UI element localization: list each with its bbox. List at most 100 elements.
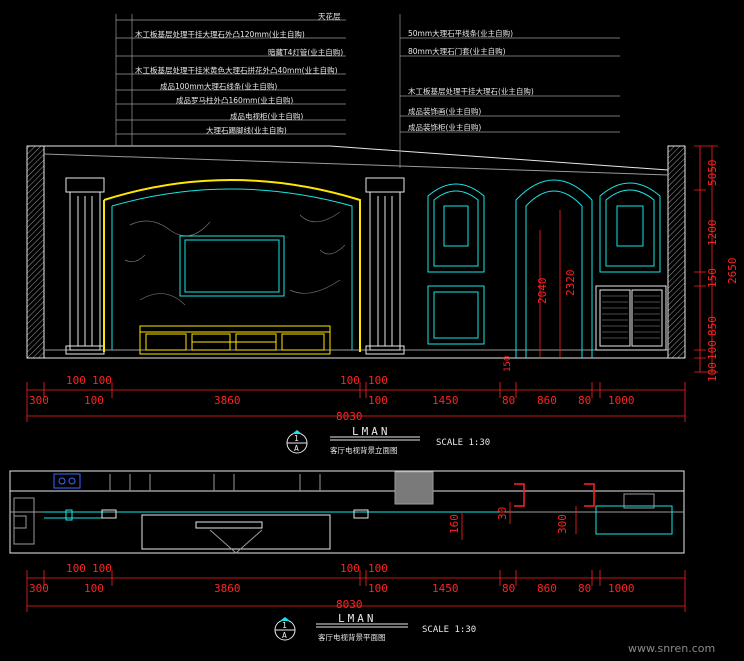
dim-door-2320: 2320 xyxy=(564,270,577,297)
plan-dimension-lines xyxy=(26,502,686,612)
plan-dim-top-2: 100 xyxy=(92,562,112,575)
tv-marble-wall xyxy=(103,179,361,352)
elevation-name: LMAN xyxy=(352,425,391,438)
plan-dim-bot-9: 1000 xyxy=(608,582,635,595)
plan-dim-top-3: 100 xyxy=(340,562,360,575)
plan-tv-cabinet xyxy=(141,514,331,550)
elevation-labels-right: 50mm大理石平线条(业主自购) 80mm大理石门套(业主自购) 木工板基层处理… xyxy=(408,28,534,132)
plan-name: LMAN xyxy=(338,612,377,625)
plan-dim-top-1: 100 xyxy=(66,562,86,575)
dim-right-5050: 5050 xyxy=(706,160,719,187)
label-deco-cabinet: 成品装饰柜(业主自购) xyxy=(408,122,481,132)
plan-dim-bot-6: 80 xyxy=(502,582,515,595)
painting-right xyxy=(616,205,644,247)
label-tv-cabinet: 成品电视柜(业主自购) xyxy=(230,111,303,121)
label-skirting: 大理石踢脚线(业主自购) xyxy=(206,125,287,135)
plan-dim-bot-7: 860 xyxy=(537,582,557,595)
plan-dim-text: 160 30 300 100 100 100 100 300 100 3860 … xyxy=(29,507,635,611)
dim-bot-9: 1000 xyxy=(608,394,635,407)
label-door-frame: 80mm大理石门套(业主自购) xyxy=(408,46,506,56)
plan-dim-160: 160 xyxy=(448,514,461,534)
plan-dim-total: 8030 xyxy=(336,598,363,611)
dim-small-150: 150 xyxy=(503,356,513,372)
plan-door-jamb-left xyxy=(514,483,525,507)
plan-title-block: 1 A LMAN SCALE 1:30 客厅电视背景平面图 xyxy=(274,612,476,642)
roman-column-left xyxy=(65,177,105,355)
label-ceiling: 天花层 xyxy=(318,11,341,21)
label-marble-protrude: 木工板基层处理干挂大理石外凸120mm(业主自购) xyxy=(135,29,305,39)
decorative-cabinet xyxy=(595,285,667,351)
roman-column-right xyxy=(365,177,405,355)
dim-door-2040: 2040 xyxy=(536,278,549,305)
elevation-view xyxy=(26,14,718,422)
plan-view xyxy=(9,470,686,612)
tv-set xyxy=(179,235,285,297)
decorative-panel-left xyxy=(427,183,485,345)
dim-right-850: 850 xyxy=(706,316,719,336)
dim-bot-6: 80 xyxy=(502,394,515,407)
dim-bot-7: 860 xyxy=(537,394,557,407)
leader-lines xyxy=(115,14,620,168)
decorative-panel-right xyxy=(599,182,661,273)
plan-dim-top-4: 100 xyxy=(368,562,388,575)
arched-doorway xyxy=(515,179,593,358)
elevation-title-block: 1 A LMAN SCALE 1:30 客厅电视背景立面图 xyxy=(286,425,490,455)
left-wall-hatch xyxy=(26,145,45,359)
label-marble-line: 成品100mm大理石线条(业主自购) xyxy=(160,81,277,91)
label-beige-marble: 木工板基层处理干挂米黄色大理石拼花外凸40mm(业主自购) xyxy=(135,65,338,75)
elevation-caption: 客厅电视背景立面图 xyxy=(330,445,398,455)
dim-right-100b: 100 xyxy=(706,362,719,382)
dim-top-4: 100 xyxy=(368,374,388,387)
plan-dim-bot-3: 3860 xyxy=(214,582,241,595)
plan-door-jamb-right xyxy=(584,483,595,507)
ceiling-line-2 xyxy=(43,153,669,176)
dim-top-3: 100 xyxy=(340,374,360,387)
plan-dim-bot-5: 1450 xyxy=(432,582,459,595)
tv-cabinet xyxy=(139,325,331,355)
marble-arch-cyan xyxy=(111,188,353,350)
ceiling-line xyxy=(44,145,669,171)
plan-scale: SCALE 1:30 xyxy=(422,625,476,635)
elevation-index-num: 1 xyxy=(294,434,299,443)
marble-arch-yellow xyxy=(103,179,361,352)
plan-column-block xyxy=(394,471,434,505)
plan-blue-fixture xyxy=(53,473,81,489)
plan-dim-bot-2: 100 xyxy=(84,582,104,595)
elevation-labels-left: 天花层 木工板基层处理干挂大理石外凸120mm(业主自购) 暗藏T4灯管(业主自… xyxy=(135,11,343,135)
dim-top-1: 100 xyxy=(66,374,86,387)
dim-bot-2: 100 xyxy=(84,394,104,407)
plan-dim-30: 30 xyxy=(496,507,509,520)
dim-top-2: 100 xyxy=(92,374,112,387)
elevation-index-sub: A xyxy=(294,444,299,453)
elevation-dim-text: 100 100 100 100 300 100 3860 100 1450 80… xyxy=(29,160,739,424)
right-wall-hatch xyxy=(667,145,686,359)
plan-index-num: 1 xyxy=(282,621,287,630)
elevation-scale: SCALE 1:30 xyxy=(436,438,490,448)
elevation-dimension-lines xyxy=(26,145,718,422)
dim-right-2650: 2650 xyxy=(726,258,739,285)
dim-bot-5: 1450 xyxy=(432,394,459,407)
dim-right-100a: 100 xyxy=(706,340,719,360)
plan-dim-bot-4: 100 xyxy=(368,582,388,595)
label-roman-column: 成品罗马柱外凸160mm(业主自购) xyxy=(176,95,293,105)
label-flat-line: 50mm大理石平线条(业主自购) xyxy=(408,28,513,38)
dim-right-150: 150 xyxy=(706,268,719,288)
plan-dim-300: 300 xyxy=(556,514,569,534)
painting-left xyxy=(443,205,469,247)
dim-total: 8030 xyxy=(336,410,363,423)
dim-right-1200: 1200 xyxy=(706,220,719,247)
dim-bot-4: 100 xyxy=(368,394,388,407)
tv-screen xyxy=(179,235,285,297)
label-hidden-lamp: 暗藏T4灯管(业主自购) xyxy=(268,47,343,57)
dim-bot-1: 300 xyxy=(29,394,49,407)
dim-bot-8: 80 xyxy=(578,394,591,407)
plan-caption: 客厅电视背景平面图 xyxy=(318,632,386,642)
label-painting: 成品装饰画(业主自购) xyxy=(408,106,481,116)
plan-dim-bot-1: 300 xyxy=(29,582,49,595)
plan-dim-bot-8: 80 xyxy=(578,582,591,595)
plan-index-sub: A xyxy=(282,631,287,640)
watermark-text: www.snren.com xyxy=(628,642,715,655)
label-marble-hang: 木工板基层处理干挂大理石(业主自购) xyxy=(408,86,534,96)
dim-bot-3: 3860 xyxy=(214,394,241,407)
